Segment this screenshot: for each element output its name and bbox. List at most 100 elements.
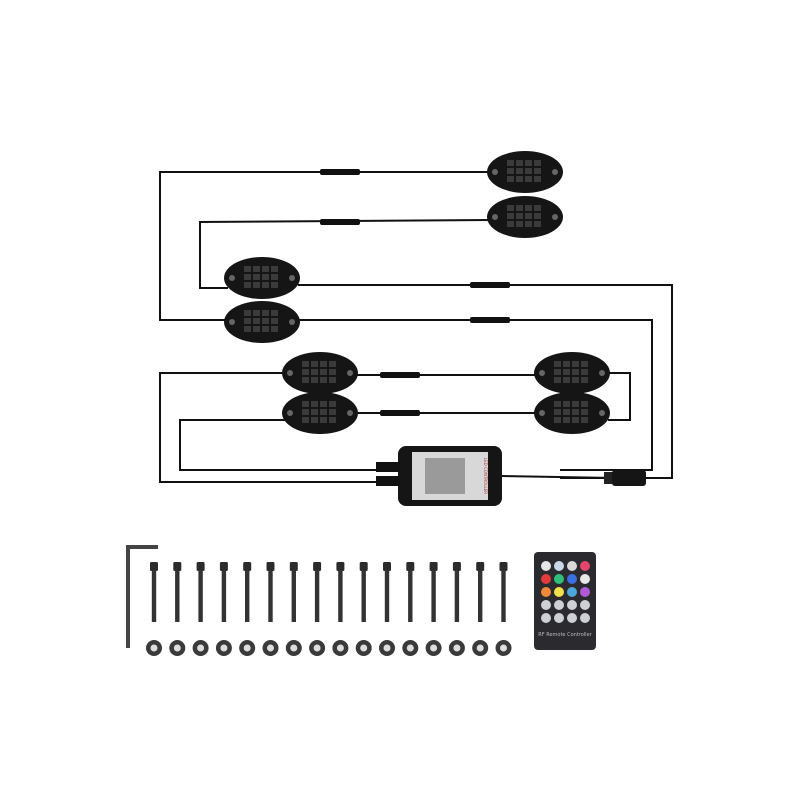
bolt [359,562,368,622]
led-chip [554,409,561,415]
rock-light-pod [487,196,563,238]
led-chip [329,361,336,367]
led-chip [581,409,588,415]
inline-connector [380,372,420,378]
led-chip [320,369,327,375]
wire [179,419,400,471]
bolt-head [219,562,228,571]
led-chip [507,205,514,211]
bolt [196,562,205,622]
remote-button [567,587,577,597]
dc-plug [612,470,646,486]
led-chip [507,168,514,174]
led-chip [516,205,523,211]
led-chip [302,417,309,423]
led-chip [534,213,541,219]
led-chip [507,160,514,166]
bolt-shaft [151,570,157,622]
remote-button [580,600,590,610]
inline-connector [320,169,360,175]
led-chip [320,401,327,407]
bolt-shaft [245,570,250,622]
wire [608,372,631,421]
washer [402,640,419,656]
bolt-head [476,562,485,571]
led-chip [572,401,579,407]
washer [169,640,186,656]
dc-plug [604,472,614,484]
led-chip [271,318,278,324]
rock-light-pod [282,352,358,394]
led-chip [563,377,570,383]
remote-button [541,613,551,623]
bolt-shaft [478,570,483,622]
led-chip [563,401,570,407]
led-chip [311,369,318,375]
bolt-shaft [408,570,413,622]
mount-hole [599,370,605,376]
remote-button [567,613,577,623]
led-chip [581,417,588,423]
bolt-head [499,562,508,571]
remote-button [580,574,590,584]
bolt-head [196,562,205,571]
led-chip [581,361,588,367]
bolt-head [336,562,345,571]
mount-hole [492,214,498,220]
remote-button [567,574,577,584]
led-chip [572,369,579,375]
led-chip [329,417,336,423]
remote-button [541,574,551,584]
led-chip [320,409,327,415]
bolt-shaft [314,570,320,622]
mount-hole [229,275,235,281]
bolt-head [243,562,252,571]
rock-light-pod [487,151,563,193]
bolt [476,562,485,622]
bolt-shaft [268,570,273,622]
led-chip [311,377,318,383]
inline-connector [470,282,510,288]
led-chip [534,205,541,211]
washer [192,640,209,656]
remote-button [554,600,564,610]
washer [425,640,442,656]
rf-remote-controller: RF Remote Controller [534,552,596,650]
led-chip [554,361,561,367]
wire [159,171,490,321]
led-chip [516,168,523,174]
led-chip [262,326,269,332]
inline-connector [380,410,420,416]
qr-code [425,458,465,494]
led-chip [516,213,523,219]
mount-hole [539,370,545,376]
led-chip [311,361,318,367]
mount-hole [287,370,293,376]
inline-connectors [320,169,510,416]
bolt-shaft [338,570,343,622]
led-chip [253,310,260,316]
led-chip [534,221,541,227]
led-chip [554,401,561,407]
bolt-head [452,562,461,571]
led-chip [253,266,260,272]
washer [285,640,302,656]
bolt [336,562,345,622]
remote-button [541,600,551,610]
led-chip [320,417,327,423]
bolt-head [150,562,158,571]
led-chip [525,221,532,227]
bolt-head [173,562,182,571]
led-chip [302,409,309,415]
led-chip [311,417,318,423]
mount-hole [552,214,558,220]
washer [448,640,465,656]
rock-light-pod [224,301,300,343]
mount-hole [287,410,293,416]
led-chip [262,318,269,324]
bolt [150,562,158,622]
washer [146,640,162,656]
led-chip [572,377,579,383]
remote-button [580,613,590,623]
